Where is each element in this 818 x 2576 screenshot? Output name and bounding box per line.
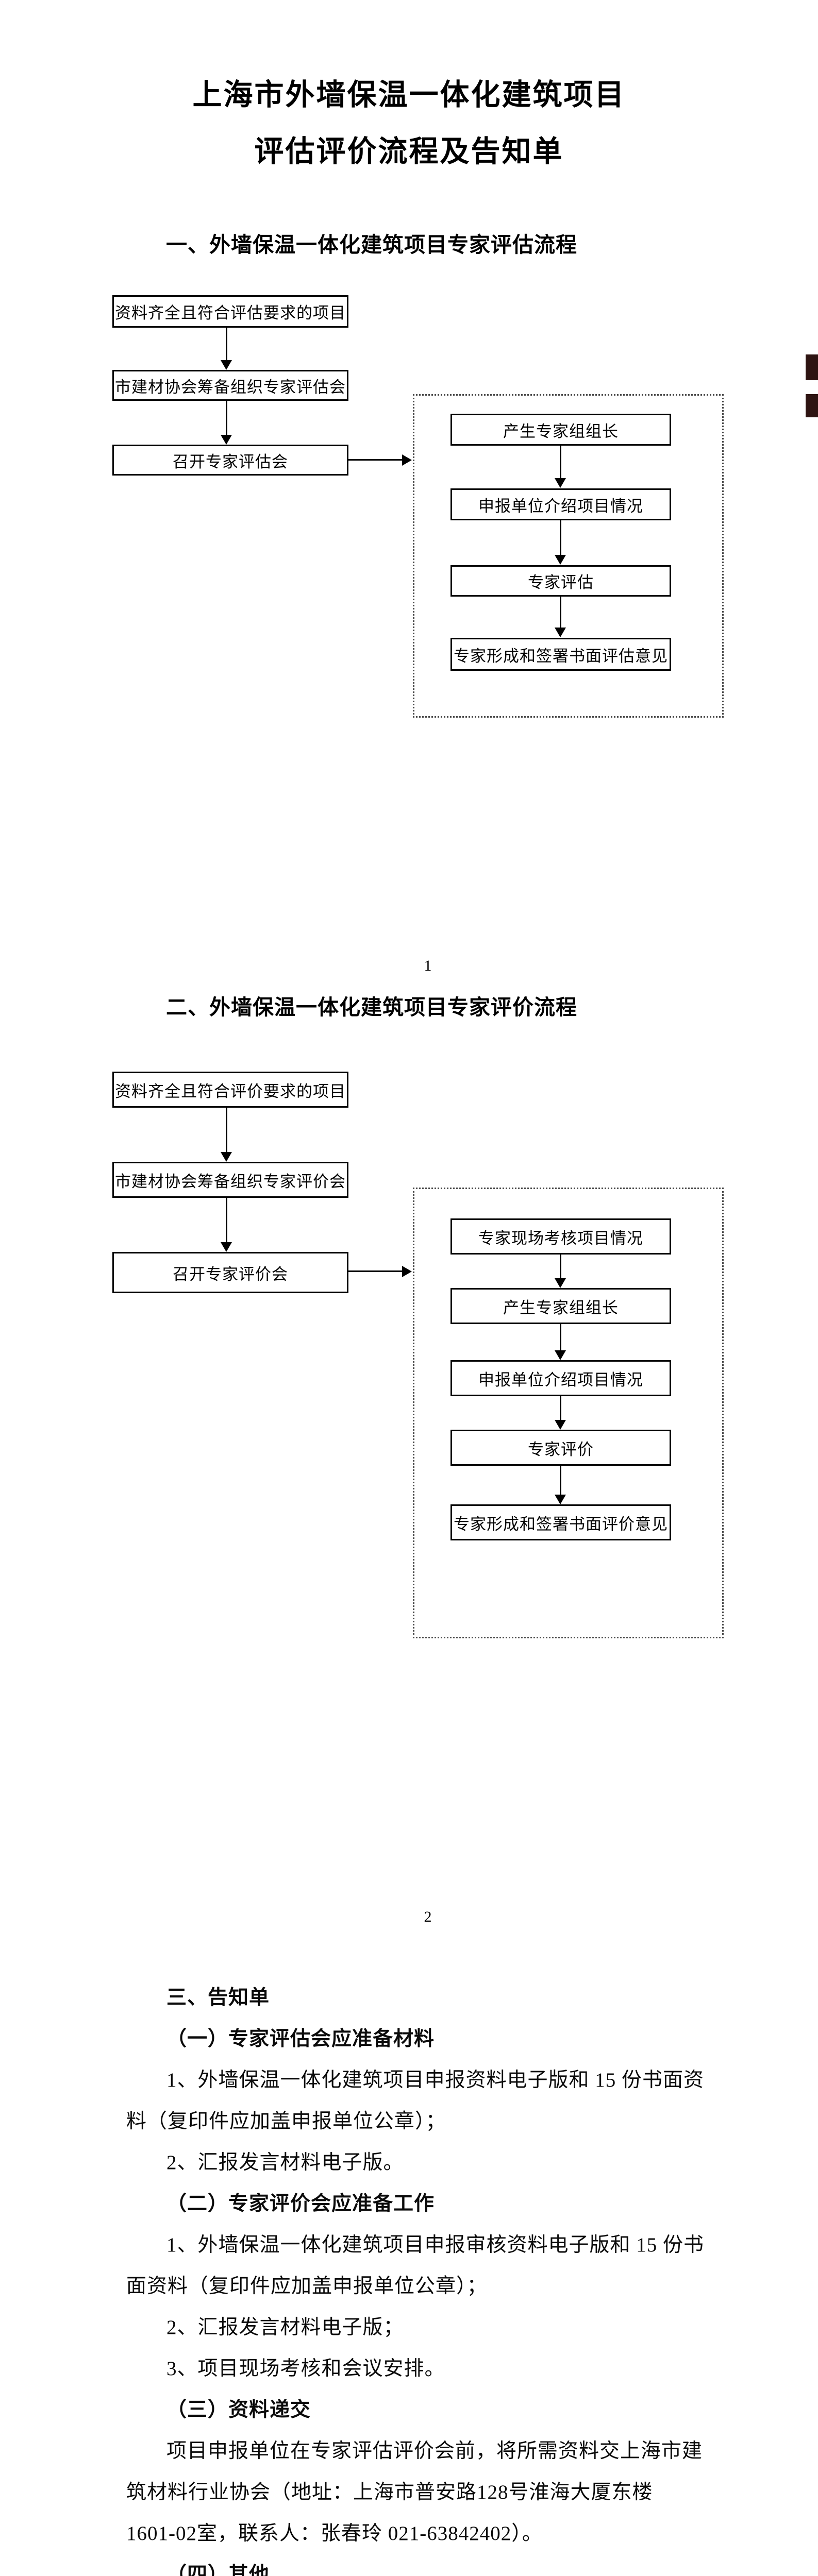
document-title-line2: 评估评价流程及告知单 xyxy=(254,135,564,168)
notice-line-8: 面资料（复印件应加盖申报单位公章）； xyxy=(126,2275,488,2297)
flow1-arrow-down-icon xyxy=(221,360,232,370)
notice-line-9: 2、汇报发言材料电子版； xyxy=(166,2316,404,2338)
flow2-arrow-down-icon xyxy=(555,1420,566,1430)
document-title-line1: 上海市外墙保温一体化建筑项目 xyxy=(192,78,626,111)
notice-line-3: 1、外墙保温一体化建筑项目申报资料电子版和 15 份书面资 xyxy=(166,2069,705,2091)
flow1-connector-line xyxy=(560,597,561,628)
notice-line-14: 1601-02室，联系人：张春玲 021-63842402）。 xyxy=(126,2522,543,2545)
flow2-box-materials-complete: 资料齐全且符合评价要求的项目 xyxy=(112,1072,348,1108)
flow1-connector-line xyxy=(560,520,561,555)
flow2-dashed-container xyxy=(413,1188,724,1638)
flow1-connector-line xyxy=(226,401,227,435)
flow1-box-expert-assessment: 专家评估 xyxy=(450,565,671,597)
flow1-box-sign-written-opinion: 专家形成和签署书面评估意见 xyxy=(450,638,671,671)
flow2-box-sign-written-opinion: 专家形成和签署书面评价意见 xyxy=(450,1504,671,1540)
flow1-box-association-organizes: 市建材协会筹备组织专家评估会 xyxy=(112,370,348,401)
flow1-connector-line xyxy=(226,328,227,361)
flow2-connector-line xyxy=(560,1396,561,1420)
flow1-arrow-right-icon xyxy=(402,454,412,466)
flow1-dashed-container xyxy=(413,394,724,718)
notice-line-11: （三）资料递交 xyxy=(166,2399,311,2421)
flow2-box-applicant-introduces: 申报单位介绍项目情况 xyxy=(450,1360,671,1396)
notice-line-2: （一）专家评估会应准备材料 xyxy=(166,2028,435,2050)
notice-line-5: 2、汇报发言材料电子版。 xyxy=(166,2151,404,2174)
scan-artifact xyxy=(806,354,818,380)
notice-line-7: 1、外墙保温一体化建筑项目申报审核资料电子版和 15 份书 xyxy=(166,2234,705,2256)
notice-line-6: （二）专家评价会应准备工作 xyxy=(166,2193,435,2215)
flow1-box-applicant-introduces: 申报单位介绍项目情况 xyxy=(450,488,671,520)
flow2-connector-line xyxy=(560,1324,561,1351)
flow1-arrow-down-icon xyxy=(555,555,566,565)
notice-line-13: 筑材料行业协会（地址：上海市普安路128号淮海大厦东楼 xyxy=(126,2481,653,2503)
notice-line-4: 料（复印件应加盖申报单位公章）； xyxy=(126,2110,446,2132)
section1-heading: 一、外墙保温一体化建筑项目专家评估流程 xyxy=(166,233,577,257)
section2-heading: 二、外墙保温一体化建筑项目专家评价流程 xyxy=(166,995,577,1019)
flow1-box-select-leader: 产生专家组组长 xyxy=(450,414,671,446)
scan-artifact xyxy=(806,394,818,417)
notice-line-1: 三、告知单 xyxy=(166,1987,270,2009)
notice-section: 三、告知单 （一）专家评估会应准备材料 1、外墙保温一体化建筑项目申报资料电子版和 … xyxy=(126,1977,705,2576)
flow2-connector-line xyxy=(226,1198,227,1243)
flow1-box-hold-meeting: 召开专家评估会 xyxy=(112,445,348,476)
flow2-box-expert-evaluation: 专家评价 xyxy=(450,1430,671,1466)
flow2-arrow-right-icon xyxy=(402,1266,412,1277)
flow2-connector-line xyxy=(226,1108,227,1153)
notice-line-15: （四）其他 xyxy=(166,2564,270,2576)
flow2-box-site-inspection: 专家现场考核项目情况 xyxy=(450,1218,671,1255)
notice-line-10: 3、项目现场考核和会议安排。 xyxy=(166,2358,445,2380)
flow1-arrow-down-icon xyxy=(221,435,232,445)
flow1-arrow-down-icon xyxy=(555,478,566,488)
flow2-connector-line xyxy=(560,1255,561,1279)
flow1-arrow-down-icon xyxy=(555,628,566,637)
flow2-box-hold-meeting: 召开专家评价会 xyxy=(112,1252,348,1293)
flow2-arrow-down-icon xyxy=(555,1495,566,1504)
flow2-connector-line xyxy=(348,1270,403,1272)
notice-line-12: 项目申报单位在专家评估评价会前，将所需资料交上海市建 xyxy=(166,2440,703,2462)
flow2-arrow-down-icon xyxy=(555,1278,566,1288)
page-number-1: 1 xyxy=(424,957,432,974)
flow2-arrow-down-icon xyxy=(221,1242,232,1252)
flow1-box-materials-complete: 资料齐全且符合评估要求的项目 xyxy=(112,295,348,328)
page-number-2: 2 xyxy=(424,1908,432,1925)
flow1-connector-line xyxy=(560,446,561,479)
flow2-box-association-organizes: 市建材协会筹备组织专家评价会 xyxy=(112,1162,348,1198)
flow1-connector-line xyxy=(348,459,403,461)
flow2-connector-line xyxy=(560,1466,561,1495)
flow2-arrow-down-icon xyxy=(555,1350,566,1360)
flow2-box-select-leader: 产生专家组组长 xyxy=(450,1288,671,1324)
flow2-arrow-down-icon xyxy=(221,1152,232,1162)
